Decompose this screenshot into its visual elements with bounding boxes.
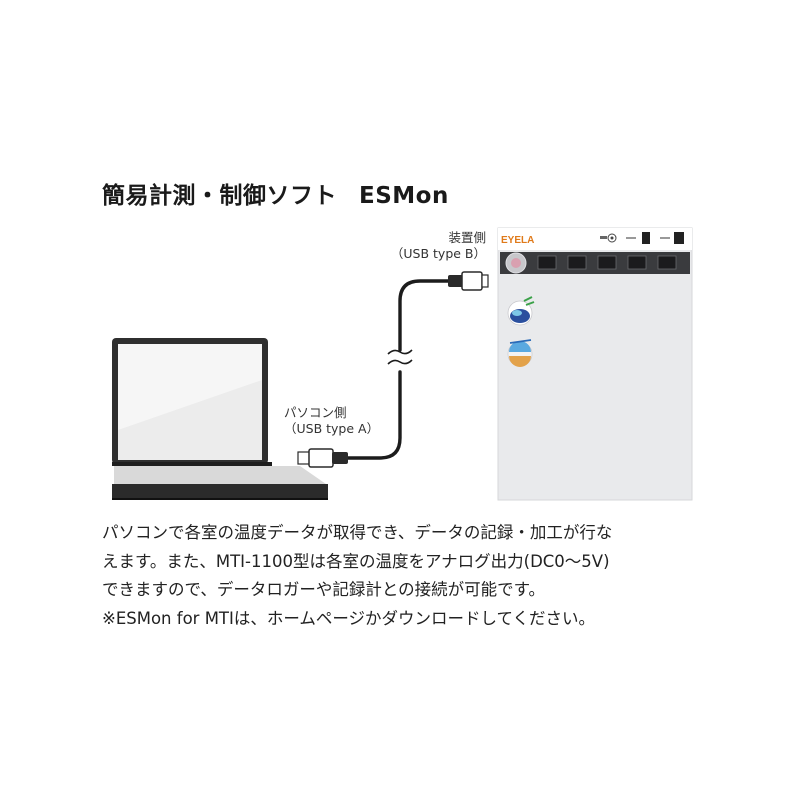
pc-side-line1: パソコン側: [284, 405, 347, 420]
esmon-software-screen: EYELA: [497, 227, 693, 501]
channel-display-2[interactable]: [567, 255, 587, 270]
channel-display-5[interactable]: [657, 255, 677, 270]
cable-lower-segment: [343, 370, 402, 460]
usb-b-connector: [448, 271, 489, 291]
header-label-1: [626, 237, 636, 239]
usb-cable: [343, 279, 452, 460]
laptop-hinge: [112, 462, 272, 466]
cable-upper-segment: [398, 279, 452, 352]
usb-a-connector: [297, 448, 348, 468]
title-en: ESMon: [359, 183, 449, 209]
header-indicator-1: [600, 236, 607, 239]
pc-side-label: パソコン側 （USB type A）: [284, 405, 379, 437]
software-brand-logo: EYELA: [501, 235, 534, 246]
channel-display-3[interactable]: [597, 255, 617, 270]
laptop-keyboard-deck: [114, 466, 326, 484]
laptop-screen-glare: [118, 344, 262, 430]
laptop-illustration: [112, 338, 328, 500]
description-line-3: できますので、データロガーや記録計との接続が可能です。: [102, 580, 546, 599]
device-side-label: 装置側 （USB type B）: [386, 230, 486, 262]
laptop-base-bottom: [112, 498, 328, 500]
description-line-1: パソコンで各室の温度データが取得でき、データの記録・加工が行な: [102, 523, 613, 542]
header-display-2: [674, 232, 684, 244]
device-side-line1: 装置側: [448, 230, 486, 245]
led-icon[interactable]: [507, 296, 535, 326]
device-side-line2: （USB type B）: [390, 246, 486, 261]
low-ems-icon[interactable]: [507, 339, 533, 367]
description-text: パソコンで各室の温度データが取得でき、データの記録・加工が行な えます。また、M…: [102, 519, 722, 633]
pc-side-line2: （USB type A）: [284, 421, 380, 436]
channel-display-4[interactable]: [627, 255, 647, 270]
description-line-4: ※ESMon for MTIは、ホームページかダウンロードしてください。: [102, 608, 596, 628]
header-label-2: [660, 237, 670, 239]
title-jp: 簡易計測・制御ソフト: [102, 183, 337, 209]
laptop-base-front: [112, 484, 328, 498]
page-title: 簡易計測・制御ソフト ESMon: [102, 176, 449, 210]
header-display-1: [642, 232, 650, 244]
description-line-2: えます。また、MTI-1100型は各室の温度をアナログ出力(DC0～5V): [102, 551, 610, 571]
cable-break-mark: [387, 349, 413, 365]
channel-display-1[interactable]: [537, 255, 557, 270]
